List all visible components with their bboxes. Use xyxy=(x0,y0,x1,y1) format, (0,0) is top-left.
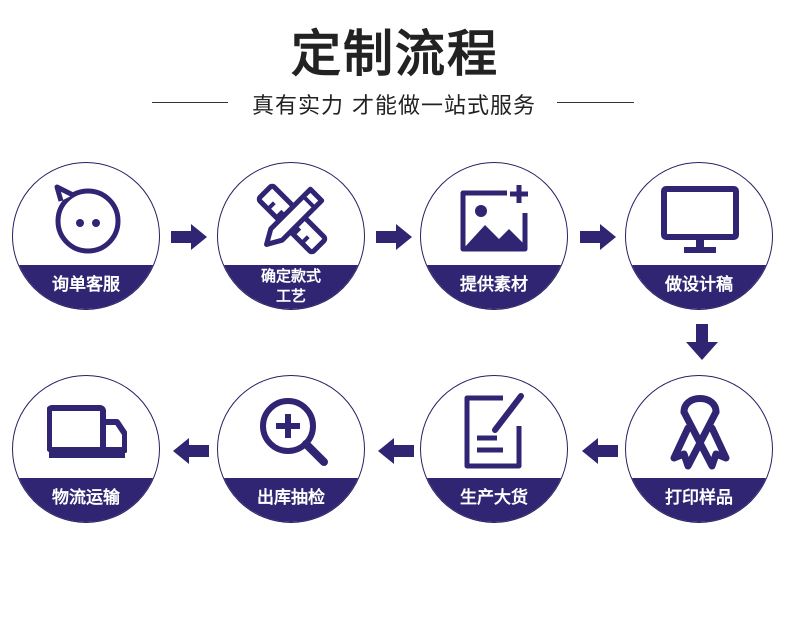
step-label: 打印样品 xyxy=(665,487,733,508)
subtitle-divider-right xyxy=(557,102,634,103)
step-label-line2: 工艺 xyxy=(275,287,306,305)
step-label-band: 出库抽检 xyxy=(218,478,364,522)
image-add-icon xyxy=(460,185,528,252)
step-label: 询单客服 xyxy=(52,274,120,295)
step-label: 物流运输 xyxy=(52,487,120,508)
truck-icon xyxy=(47,405,127,458)
zoom-in-icon xyxy=(260,398,328,466)
arrow-right-icon xyxy=(376,224,412,250)
ribbon-icon xyxy=(670,395,730,470)
step-label-band: 确定款式 工艺 xyxy=(218,265,364,309)
step-label-band: 生产大货 xyxy=(421,478,567,522)
page-title: 定制流程 xyxy=(291,25,499,83)
subtitle-divider-left xyxy=(152,102,228,103)
pencil-ruler-icon xyxy=(256,183,328,255)
step-inspection: 出库抽检 xyxy=(217,375,365,523)
step-label-band: 做设计稿 xyxy=(626,265,772,309)
step-label: 生产大货 xyxy=(460,487,528,508)
step-label-band: 提供素材 xyxy=(421,265,567,309)
arrow-left-icon xyxy=(378,438,414,464)
page-subtitle: 真有实力 才能做一站式服务 xyxy=(252,94,536,119)
subtitle-row: 真有实力 才能做一站式服务 xyxy=(0,88,790,119)
step-style-craft: 确定款式 工艺 xyxy=(217,162,365,310)
arrow-left-icon xyxy=(582,438,618,464)
arrow-right-icon xyxy=(580,224,616,250)
step-label: 提供素材 xyxy=(460,274,528,295)
document-edit-icon xyxy=(464,393,524,469)
step-print-sample: 打印样品 xyxy=(625,375,773,523)
arrow-right-icon xyxy=(171,224,207,250)
step-design: 做设计稿 xyxy=(625,162,773,310)
step-label-band: 物流运输 xyxy=(13,478,159,522)
step-inquiry: 询单客服 xyxy=(12,162,160,310)
step-label-band: 询单客服 xyxy=(13,265,159,309)
monitor-icon xyxy=(661,186,739,253)
arrow-left-icon xyxy=(173,438,209,464)
step-mass-production: 生产大货 xyxy=(420,375,568,523)
step-label: 出库抽检 xyxy=(257,487,325,508)
chat-face-icon xyxy=(54,184,121,254)
arrow-down-icon xyxy=(686,324,718,360)
step-label-band: 打印样品 xyxy=(626,478,772,522)
step-shipping: 物流运输 xyxy=(12,375,160,523)
step-label: 做设计稿 xyxy=(665,274,733,295)
step-materials: 提供素材 xyxy=(420,162,568,310)
step-label: 确定款式 xyxy=(260,267,321,285)
